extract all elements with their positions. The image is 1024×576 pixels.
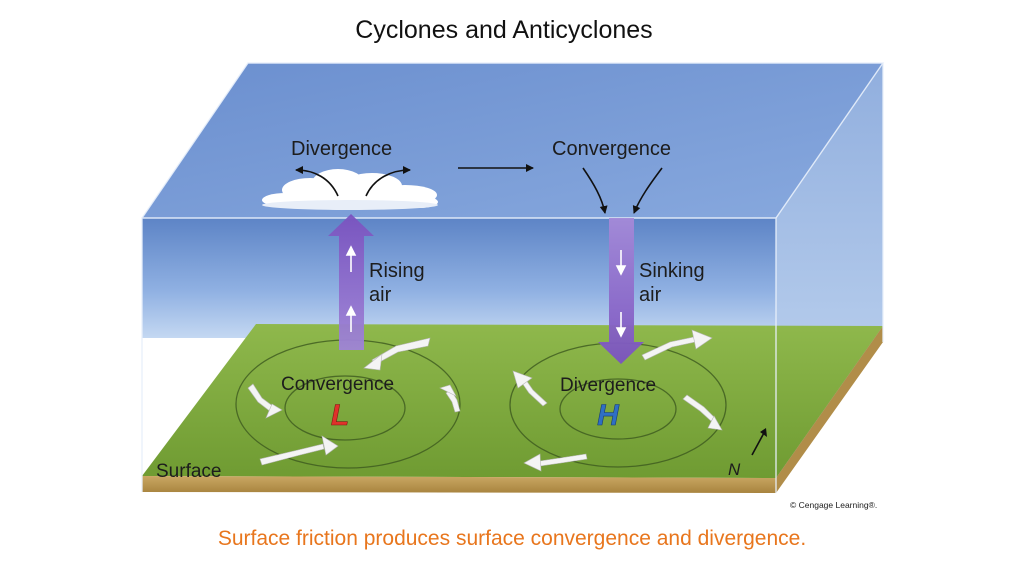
upper-divergence-label: Divergence — [291, 138, 392, 160]
low-surface-flow-arrows — [247, 337, 461, 466]
box-edges — [141, 62, 885, 493]
ground-soil-side — [776, 326, 883, 493]
sinking-air-arrow — [598, 218, 644, 364]
ground-soil-front — [142, 476, 776, 493]
rising-air-arrow — [328, 214, 374, 350]
north-label: N — [728, 460, 741, 479]
rising-air-small-arrows — [345, 245, 357, 332]
low-pressure-symbol: L — [331, 399, 349, 432]
surface-label: Surface — [156, 461, 221, 482]
high-surface-flow-arrows — [512, 329, 723, 472]
sky-top-face — [142, 63, 883, 218]
upper-divergence-arrow-left — [295, 166, 339, 197]
copyright-notice: © Cengage Learning®. — [790, 500, 877, 510]
upper-convergence-label: Convergence — [552, 138, 671, 160]
upper-convergence-arrow-right — [632, 167, 663, 214]
surface-divergence-label: Divergence — [560, 375, 656, 396]
sinking-air-small-arrows — [615, 250, 627, 338]
ground-surface — [142, 324, 883, 478]
upper-convergence-arrow-left — [582, 167, 608, 214]
north-arrow-head — [760, 428, 767, 437]
rising-air-label-line1: Rising — [369, 260, 425, 282]
surface-convergence-label: Convergence — [281, 374, 394, 395]
sinking-air-label-line1: Sinking — [639, 260, 705, 282]
high-pressure-symbol: H — [597, 399, 620, 432]
sinking-air-label-line2: air — [639, 284, 662, 306]
rising-air-label-line2: air — [369, 284, 392, 306]
north-arrow-icon — [751, 430, 766, 456]
slide-title: Cyclones and Anticyclones — [355, 16, 653, 44]
upper-divergence-arrow-right — [365, 166, 411, 197]
slide-caption: Surface friction produces surface conver… — [217, 527, 807, 550]
